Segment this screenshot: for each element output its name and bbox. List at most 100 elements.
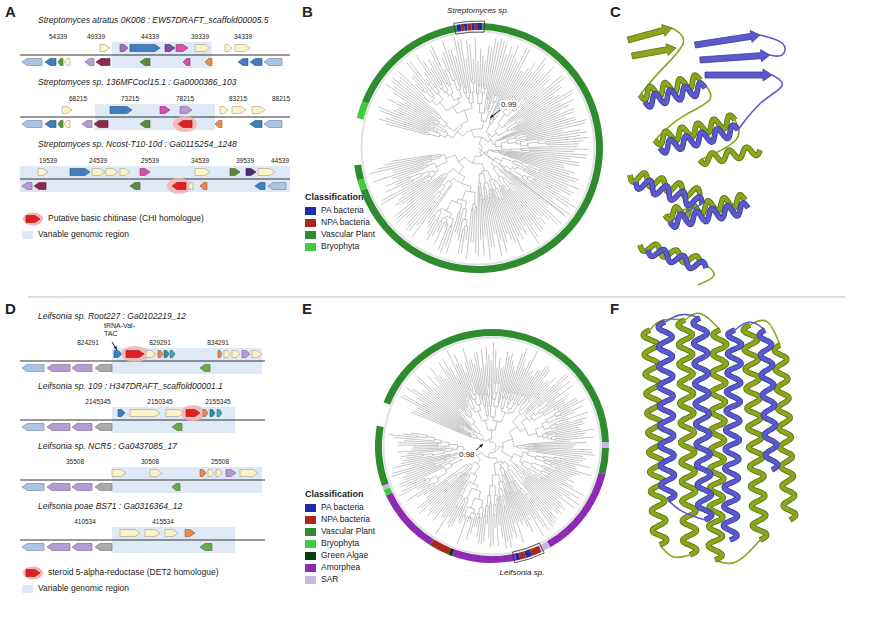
highlight-glow [181,405,205,421]
gene-arrow [172,484,180,491]
legend-item: NPA bacteria [305,515,370,525]
gene-arrow [64,121,70,128]
gene-arrow [220,107,228,114]
gene-arrow [145,530,160,537]
gene-arrow [26,570,40,577]
gene-track [20,166,290,194]
legend-text: Variable genomic region [38,230,129,240]
gene-arrow [264,121,282,128]
beta-strand [627,25,672,43]
legend-text: Vascular Plant [321,230,375,240]
legend-item: SAR [305,575,338,585]
protein-structure [627,25,785,285]
gene-arrow [195,169,210,176]
gene-arrow [110,107,132,114]
helix-outline [678,320,697,555]
gene-arrow [178,121,192,128]
sequence-label: Leifsonia sp. [500,568,545,577]
classification-ring-segment [475,23,478,30]
gene-arrow [150,470,162,477]
alpha-helix [648,250,706,269]
gene-arrow [95,544,112,551]
sequence-label: Streptomyces atratus 0K008 : EW57DRAFT_s… [38,16,269,26]
alpha-helix [693,318,712,520]
sequence-label: Streptomyces sp. 136MFCocl15.1 : Ga00003… [38,78,236,88]
gene-arrow [47,424,70,431]
gene-arrow [140,121,150,128]
gene-arrow [200,470,206,477]
tree-inner-ring [384,338,601,555]
classification-ring-segment [547,473,606,548]
support-value: 0.99 [500,100,518,109]
coordinate-label: 68215 [69,95,87,102]
legend-text: NPA bacteria [321,218,370,228]
gene-arrow [165,45,175,52]
helix-outline [774,345,795,520]
classification-ring-segment [430,539,451,554]
classification-ring-segment [361,23,603,273]
panel-letter: E [302,300,312,317]
gene-arrow [72,484,92,491]
pointer-head [114,346,117,350]
highlight-glow [167,178,191,194]
legend-swatch [22,231,33,239]
gene-arrow [47,484,70,491]
pointer-line [112,342,117,350]
gene-arrow [64,59,70,66]
legend-text: Variable genomic region [38,584,129,594]
gene-arrow [58,121,63,128]
gene-track [20,42,290,68]
alpha-helix [670,203,748,227]
gene-arrow [216,470,222,477]
legend-item: PA bacteria [305,503,364,513]
coordinate-label: 24539 [89,157,107,164]
gene-arrow [218,351,222,358]
gene-arrow [45,59,56,66]
coordinate-label: 34339 [234,33,252,40]
gene-arrow [140,169,150,176]
gene-arrow [258,169,275,176]
legend-item: Green Algae [305,551,368,561]
gene-arrow [217,410,222,417]
legend-item: Variable genomic region [22,230,129,240]
gene-arrow [118,410,125,417]
gene-arrow [172,424,182,431]
trna-label: tRNA-Val-TAC [104,322,140,338]
gene-arrow [22,59,42,66]
coordinate-label: 29539 [141,157,159,164]
classification-ring-segment [384,329,492,405]
legend-swatch [305,552,316,560]
coordinate-label: 829291 [149,339,171,346]
gene-arrow [200,183,207,190]
trna-pointer [112,342,117,350]
legend-text: SAR [321,575,338,585]
gene-arrow [200,544,212,551]
gene-arrow [242,351,250,358]
gene-arrow [230,169,240,176]
gene-arrow [22,183,32,190]
gene-arrow [112,470,126,477]
gene-arrow [252,107,265,114]
gene-arrow [85,59,94,66]
helix-outline [670,203,748,227]
classification-ring-segment [386,492,434,545]
legend-swatch [305,219,316,227]
tree-branches [389,343,595,549]
gene-arrow [22,121,42,128]
coordinate-label: 34539 [191,157,209,164]
gene-arrow [235,45,250,52]
panel-letter: C [610,3,621,20]
legend-gene-icon [22,566,44,580]
gene-arrow [164,351,169,358]
gene-arrow [130,45,160,52]
legend-text: Putative basic chitinase (CHI homologue) [48,214,204,224]
gene-arrow [200,365,210,372]
gene-arrow [95,365,112,372]
gene-arrow [186,410,200,417]
gene-track [20,104,290,132]
clade-outline [454,21,485,34]
gene-arrow [252,351,262,358]
gene-arrow [100,45,110,52]
legend-swatch [305,528,316,536]
